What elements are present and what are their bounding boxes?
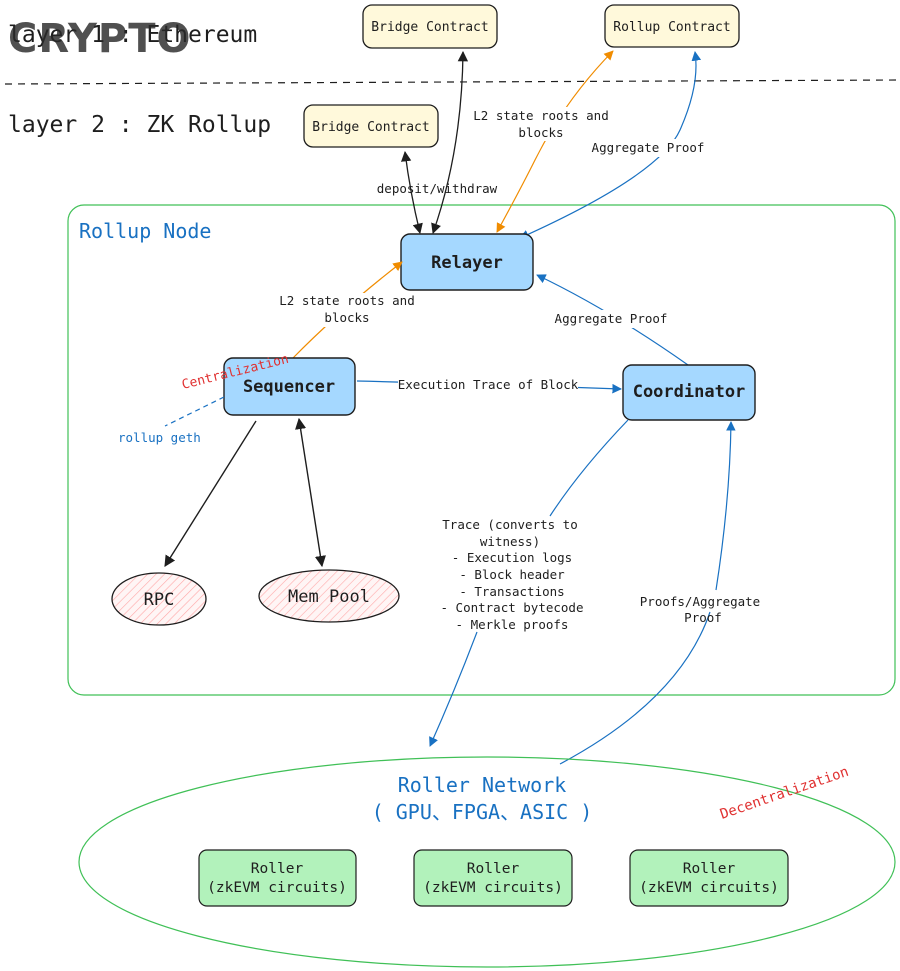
rollup-geth-note: rollup geth xyxy=(118,430,201,445)
relayer-label: Relayer xyxy=(431,253,503,273)
l1-aggregate-proof-label: Aggregate Proof xyxy=(592,140,705,155)
roller-3-line-2: (zkEVM circuits) xyxy=(639,880,779,896)
sequencer-rpc-arrow xyxy=(164,420,257,567)
roller-2-line-1: Roller xyxy=(467,861,520,877)
roller-1-line-1: Roller xyxy=(251,861,304,877)
rpc-node[interactable]: RPC xyxy=(111,572,207,626)
layer-divider xyxy=(4,79,899,85)
proofs-arrow-upper xyxy=(715,421,736,591)
crypto-watermark: CRYPTO xyxy=(8,16,192,62)
mempool-node[interactable]: Mem Pool xyxy=(258,569,400,623)
coordinator-label: Coordinator xyxy=(633,382,746,402)
l2-bridge-contract-label: Bridge Contract xyxy=(312,120,429,135)
rollup-geth-connector xyxy=(164,396,225,427)
roller-1[interactable]: Roller (zkEVM circuits) xyxy=(198,849,357,907)
decentralization-note: Decentralization xyxy=(718,764,851,823)
trace-line-6: - Contract bytecode xyxy=(441,600,584,615)
l1-bridge-contract[interactable]: Bridge Contract xyxy=(362,4,498,49)
roller-2-line-2: (zkEVM circuits) xyxy=(423,880,563,896)
trace-line-3: - Execution logs xyxy=(452,550,572,565)
roller-1-line-2: (zkEVM circuits) xyxy=(207,880,347,896)
proofs-arrow-lower xyxy=(559,611,711,765)
execution-trace-label: Execution Trace of Block xyxy=(398,377,579,392)
l1-state-roots-label-1: L2 state roots and xyxy=(473,108,608,123)
l2-bridge-contract[interactable]: Bridge Contract xyxy=(303,104,439,148)
proofs-line-1: Proofs/Aggregate xyxy=(640,594,760,609)
roller-3[interactable]: Roller (zkEVM circuits) xyxy=(629,849,789,907)
deposit-withdraw-label: deposit/withdraw xyxy=(377,181,498,196)
trace-line-4: - Block header xyxy=(459,567,565,582)
mempool-label: Mem Pool xyxy=(288,587,370,607)
roller-network-subtitle: ( GPU、FPGA、ASIC ) xyxy=(372,800,593,824)
roller-2[interactable]: Roller (zkEVM circuits) xyxy=(413,849,573,907)
roller-3-line-1: Roller xyxy=(683,861,736,877)
roller-network-title: Roller Network xyxy=(398,773,567,797)
layer1-label: layer 1 : Ethereum xyxy=(8,22,257,48)
trace-line-2: witness) xyxy=(480,534,540,549)
l1-rollup-contract[interactable]: Rollup Contract xyxy=(604,4,740,48)
l1-bridge-relayer-arrow xyxy=(431,50,469,234)
trace-line-1: Trace (converts to xyxy=(442,517,577,532)
seq-state-roots-label-1: L2 state roots and xyxy=(279,293,414,308)
trace-arrow-lower xyxy=(429,631,478,747)
rpc-label: RPC xyxy=(144,590,175,610)
trace-arrow-upper xyxy=(549,419,629,517)
relayer-node[interactable]: Relayer xyxy=(400,233,534,291)
sequencer-node[interactable]: Sequencer xyxy=(223,357,356,416)
l1-bridge-contract-label: Bridge Contract xyxy=(371,20,488,35)
rollup-node-title: Rollup Node xyxy=(79,219,211,243)
sequencer-mempool-arrow xyxy=(295,417,326,568)
rollup-node-container xyxy=(67,204,896,696)
trace-line-7: - Merkle proofs xyxy=(456,617,569,632)
deposit-withdraw-arrow xyxy=(401,150,423,235)
seq-state-roots-label-2: blocks xyxy=(324,310,369,325)
layer2-label: layer 2 : ZK Rollup xyxy=(8,112,271,138)
sequencer-label: Sequencer xyxy=(243,377,335,397)
proofs-line-2: Proof xyxy=(684,610,722,625)
roller-network-container xyxy=(78,756,896,968)
l1-state-roots-label-2: blocks xyxy=(518,125,563,140)
coord-aggregate-proof-label: Aggregate Proof xyxy=(555,311,668,326)
trace-line-5: - Transactions xyxy=(459,584,564,599)
coordinator-node[interactable]: Coordinator xyxy=(622,364,756,421)
l1-rollup-contract-label: Rollup Contract xyxy=(613,20,730,35)
